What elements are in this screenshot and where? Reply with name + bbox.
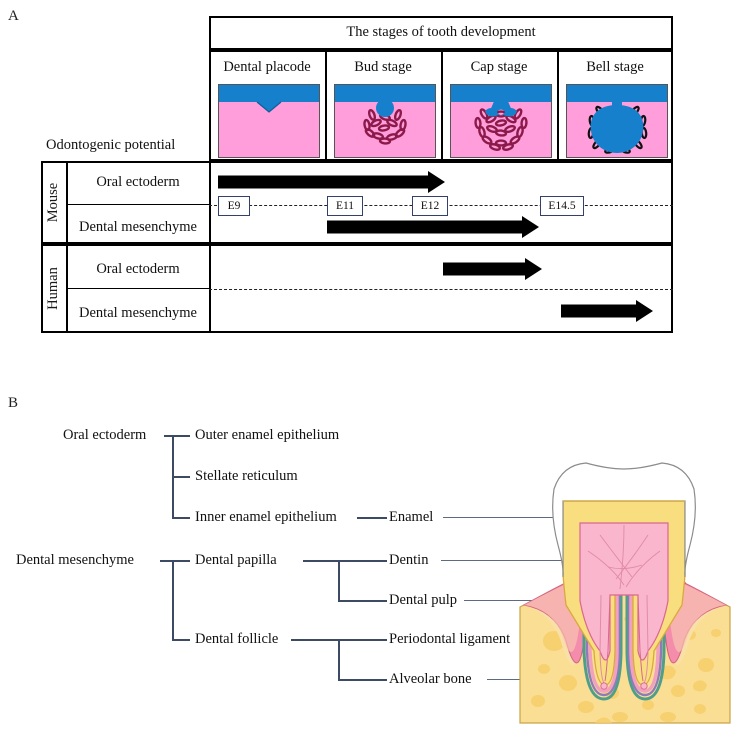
tissue-alveolar-bone: Alveolar bone: [389, 671, 472, 687]
derivative-outer-enamel-epithelium: Outer enamel epithelium: [195, 427, 340, 443]
mouse-tissue-divider: [66, 204, 209, 206]
connector-papilla-to-dentin: [303, 560, 387, 562]
timepoint-e12: E12: [412, 196, 448, 216]
stage-illustration-dental-placode: [218, 84, 320, 158]
stage-name-0: Dental placode: [223, 59, 311, 76]
stage-illustration-bud-stage: [334, 84, 436, 158]
derivative-dental-follicle: Dental follicle: [195, 631, 279, 647]
panel-b-label: B: [8, 395, 19, 411]
timepoint-e11: E11: [327, 196, 363, 216]
derivative-stellate-reticulum: Stellate reticulum: [195, 468, 298, 484]
derivative-inner-enamel-epithelium: Inner enamel epithelium: [195, 509, 337, 525]
tissue-periodontal-ligament: Periodontal ligament: [389, 631, 511, 647]
tissue-enamel: Enamel: [389, 509, 434, 525]
connector-dental-mesenchyme-vertical: [172, 560, 174, 640]
timepoint-e14-5: E14.5: [540, 196, 584, 216]
connector-branch-inner-enamel: [172, 517, 190, 519]
species-col-divider: [66, 161, 68, 333]
tissue-dental-pulp: Dental pulp: [389, 592, 458, 608]
stage-name-1: Bud stage: [354, 59, 412, 76]
tissue-label-human-dental-mesenchyme: Dental mesenchyme: [79, 305, 197, 322]
stage-col-divider-1: [325, 50, 327, 161]
connector-inner-enamel-to-enamel: [357, 517, 387, 519]
panel-b: B Oral ectoderm Dental mesenchyme Outer …: [0, 360, 740, 733]
connector-branch-dental-papilla: [172, 560, 190, 562]
panel-a: A The stages of tooth development Dental…: [0, 0, 740, 360]
panel-a-label: A: [8, 8, 19, 24]
tooth-anatomy-illustration: [508, 455, 740, 733]
leader-line-enamel: [443, 517, 590, 519]
tissue-dentin: Dentin: [389, 552, 429, 568]
origin-label-dental-mesenchyme: Dental mesenchyme: [16, 552, 134, 568]
mouse-row-group: [41, 161, 673, 244]
stage-name-3: Bell stage: [586, 59, 644, 76]
human-row-group: [41, 244, 673, 333]
connector-papilla-to-pulp: [338, 600, 387, 602]
stage-col-divider-2: [441, 50, 443, 161]
tissue-label-mouse-oral-ectoderm: Oral ectoderm: [96, 174, 180, 191]
leader-line-dentin: [441, 560, 603, 562]
connector-branch-outer-enamel: [172, 435, 190, 437]
derivative-dental-papilla: Dental papilla: [195, 552, 277, 568]
stages-header-title: The stages of tooth development: [346, 24, 536, 41]
connector-branch-stellate: [172, 476, 190, 478]
origin-label-oral-ectoderm: Oral ectoderm: [63, 427, 147, 443]
stage-illustration-bell-stage: [566, 84, 668, 158]
connector-follicle-to-bone: [338, 679, 387, 681]
stage-illustration-cap-stage: [450, 84, 552, 158]
stages-header-box: [209, 16, 673, 50]
timepoint-e9: E9: [218, 196, 250, 216]
connector-papilla-vertical: [338, 560, 340, 601]
human-timeline-dashed: [209, 289, 673, 290]
connector-follicle-vertical: [338, 639, 340, 680]
tissue-label-human-oral-ectoderm: Oral ectoderm: [96, 261, 180, 278]
tissue-col-divider: [209, 161, 211, 333]
stage-name-2: Cap stage: [470, 59, 528, 76]
human-tissue-divider: [66, 288, 209, 290]
species-label-mouse: Mouse: [45, 182, 62, 223]
tissue-label-mouse-dental-mesenchyme: Dental mesenchyme: [79, 219, 197, 236]
stage-col-divider-3: [557, 50, 559, 161]
connector-branch-dental-follicle: [172, 639, 190, 641]
odontogenic-potential-label: Odontogenic potential: [46, 137, 176, 154]
species-label-human: Human: [45, 267, 61, 310]
